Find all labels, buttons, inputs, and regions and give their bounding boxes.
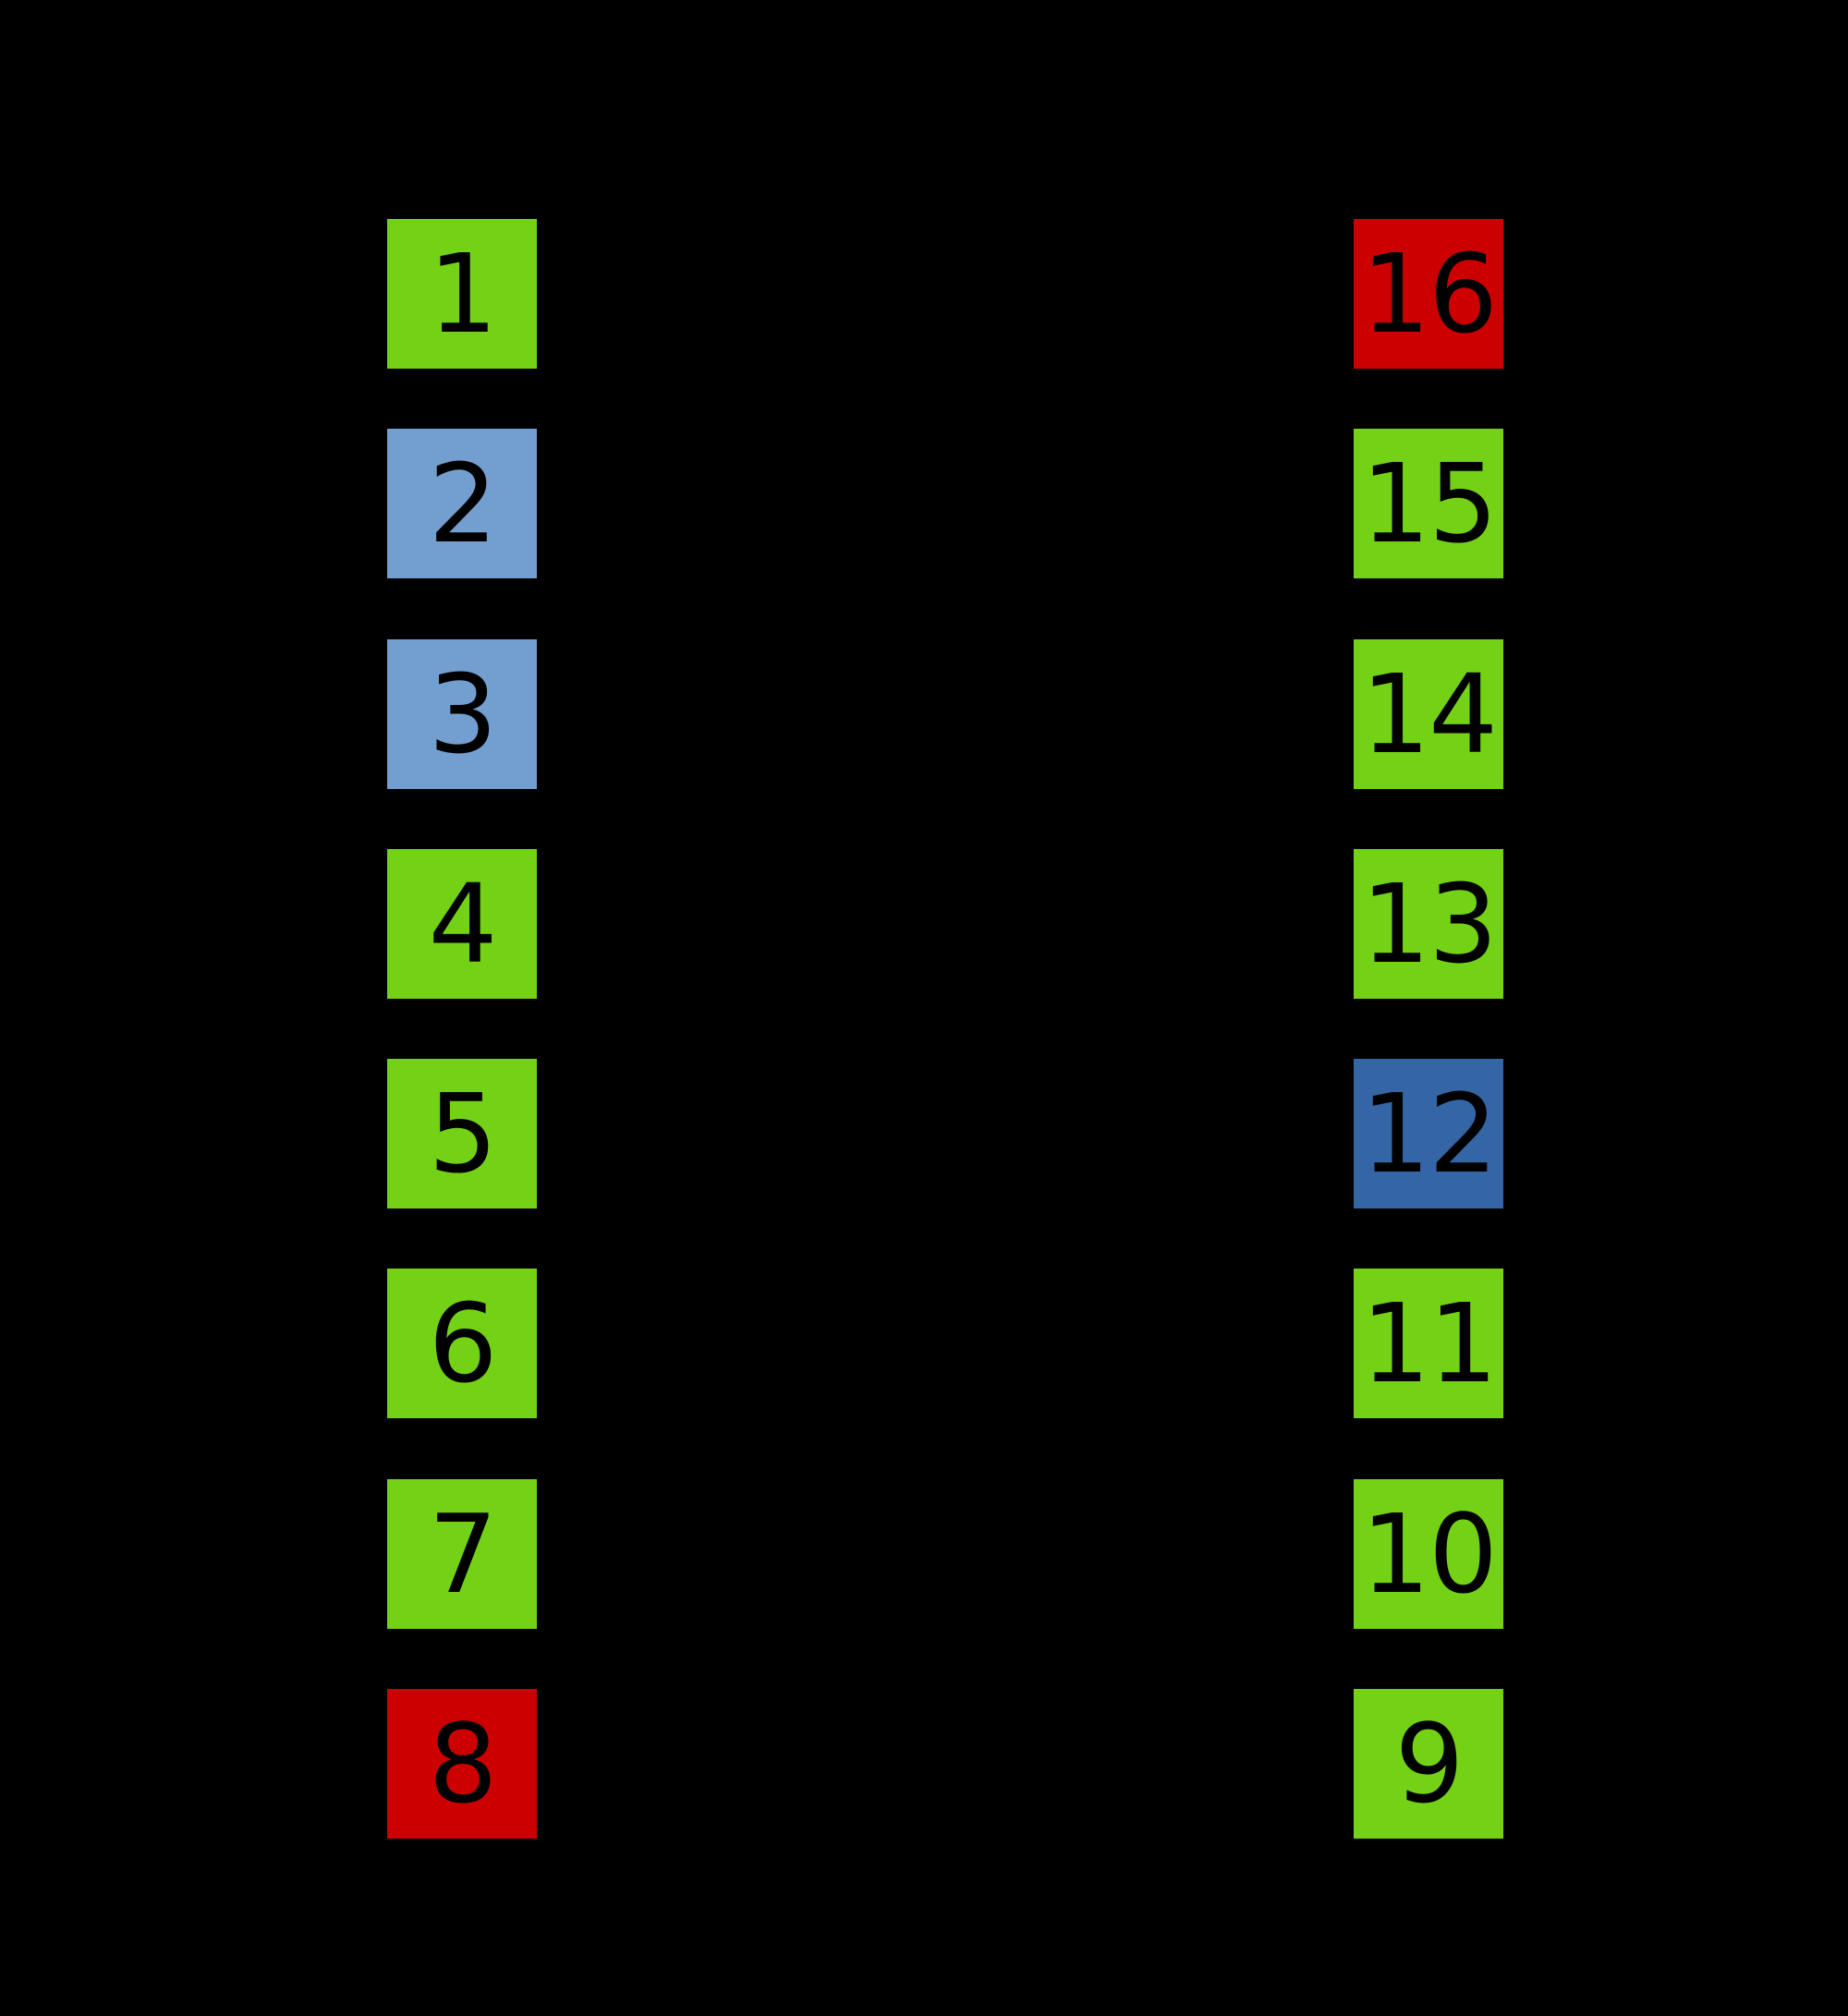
pin-square-5: 5: [387, 1059, 537, 1208]
pin-square-3: 3: [387, 639, 537, 789]
pin-square-6: 6: [387, 1269, 537, 1418]
pin-square-4: 4: [387, 849, 537, 999]
pin-square-9: 9: [1354, 1689, 1503, 1839]
pin-square-12: 12: [1354, 1059, 1503, 1208]
pin-square-16: 16: [1354, 219, 1503, 369]
pin-square-15: 15: [1354, 429, 1503, 578]
pin-square-7: 7: [387, 1479, 537, 1629]
pin-square-13: 13: [1354, 849, 1503, 999]
pin-square-10: 10: [1354, 1479, 1503, 1629]
pin-square-8: 8: [387, 1689, 537, 1839]
pin-square-1: 1: [387, 219, 537, 369]
pin-square-2: 2: [387, 429, 537, 578]
pin-square-11: 11: [1354, 1269, 1503, 1418]
pin-square-14: 14: [1354, 639, 1503, 789]
